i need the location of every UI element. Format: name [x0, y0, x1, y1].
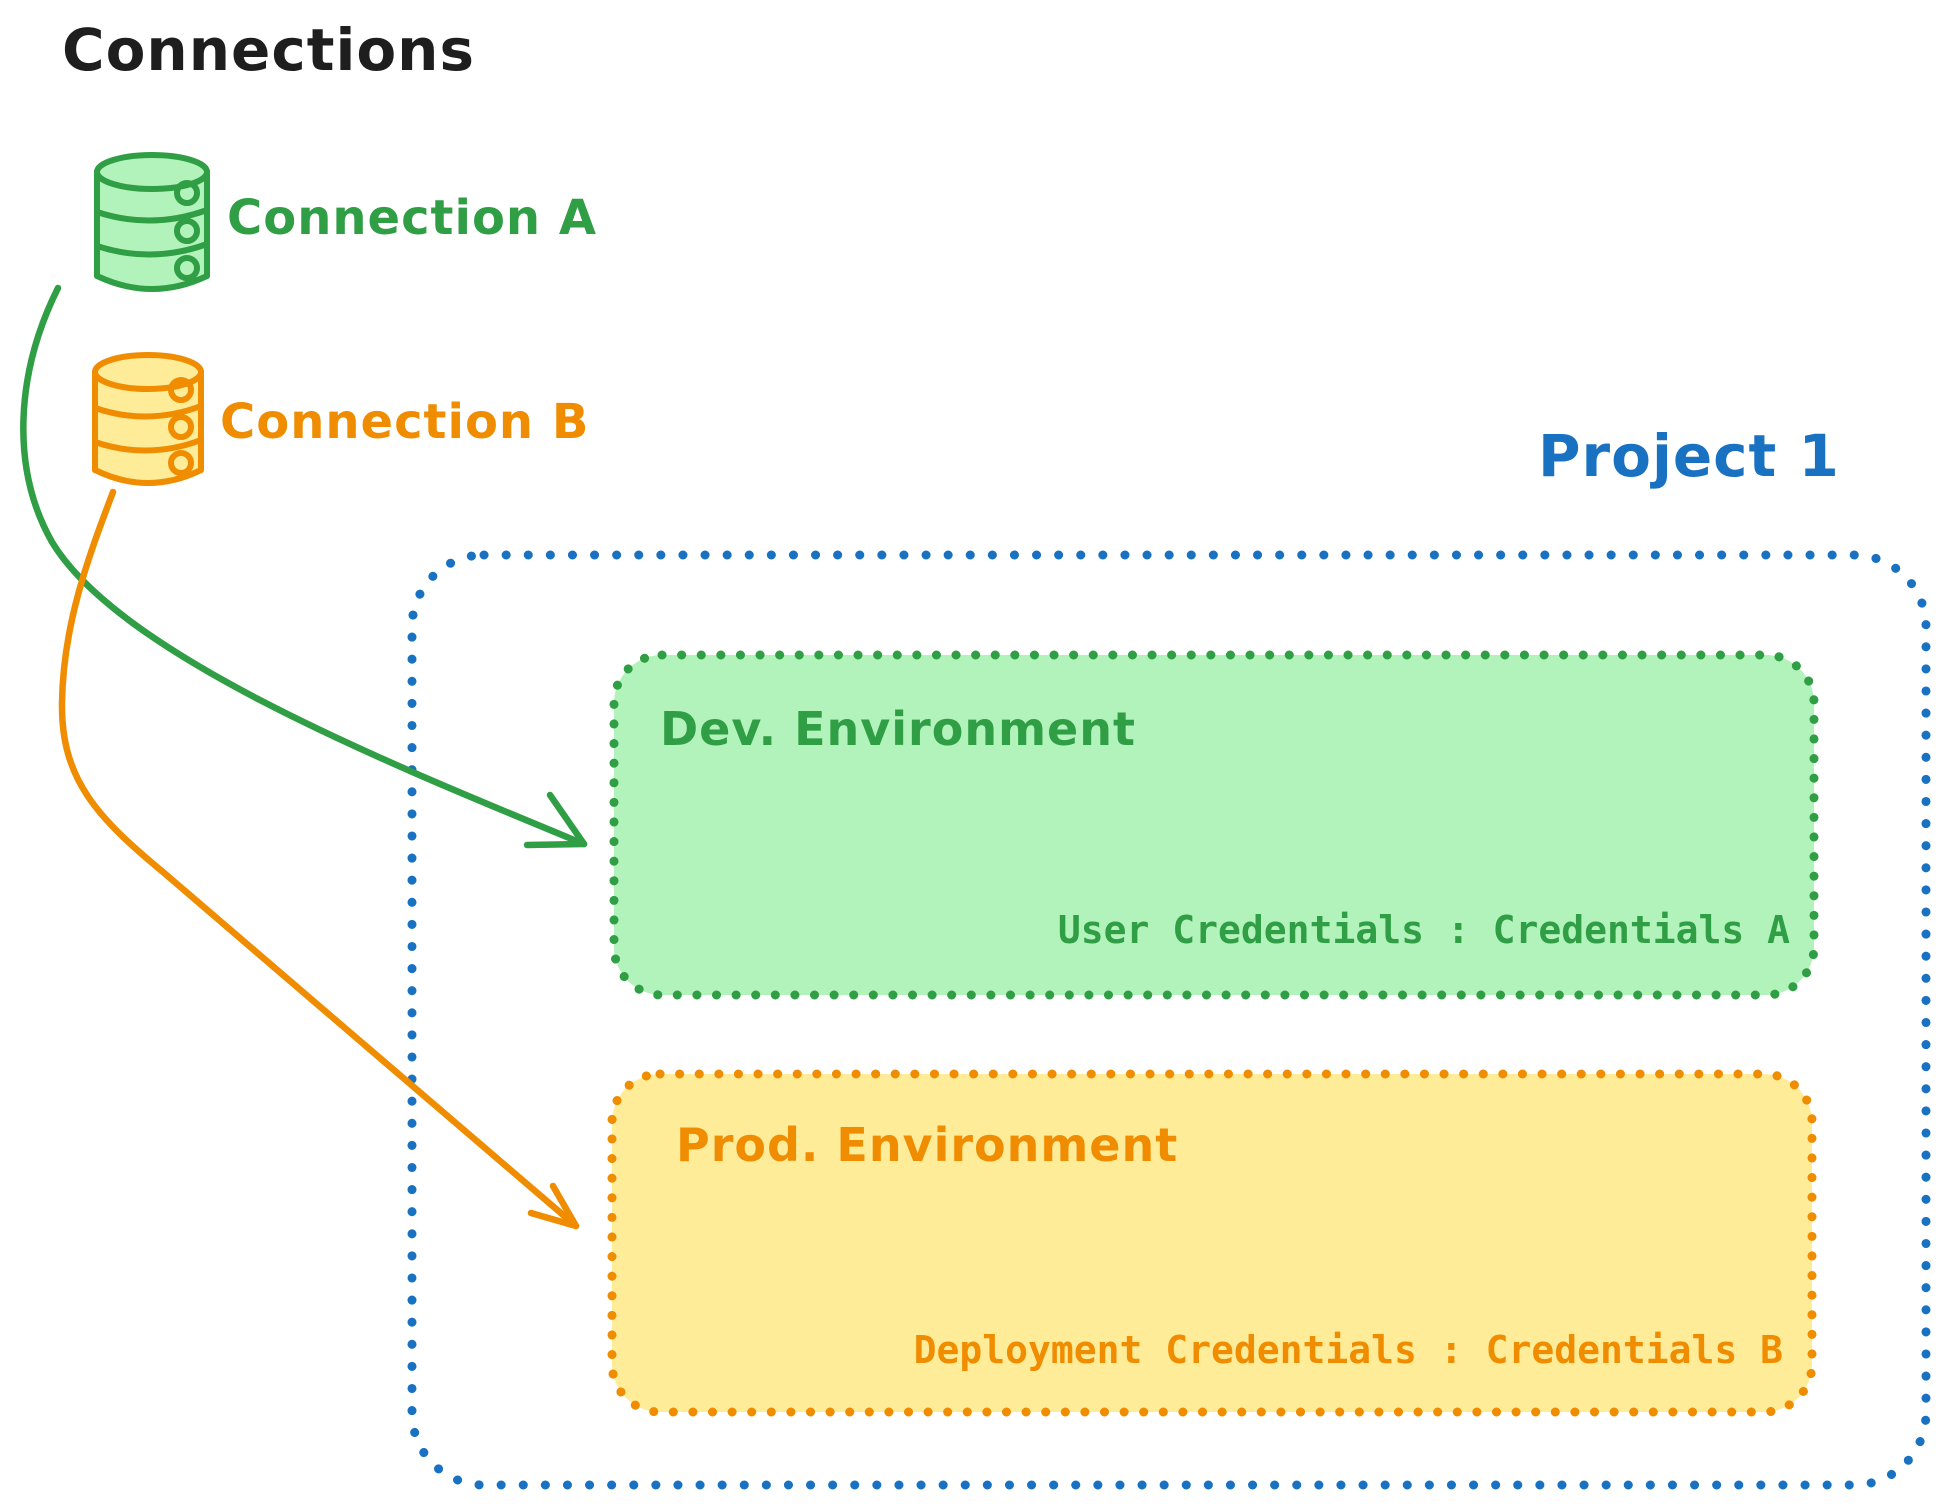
- prod-environment-box: [607, 1069, 1817, 1417]
- project-title: Project 1: [1538, 422, 1840, 490]
- connection-b-to-prod-arrow: [58, 488, 580, 1230]
- database-icon: [94, 152, 210, 292]
- dev-environment-credentials: User Credentials : Credentials A: [1057, 908, 1790, 952]
- database-icon: [92, 352, 204, 486]
- connection-a-to-dev-arrow: [20, 284, 588, 849]
- arrowhead-icon: [523, 791, 588, 849]
- dev-environment-title: Dev. Environment: [660, 702, 1136, 756]
- connection-b-label: Connection B: [220, 394, 590, 450]
- connection-a-label: Connection A: [227, 190, 597, 246]
- dev-environment-box: [609, 650, 1819, 1000]
- page-title: Connections: [62, 16, 475, 84]
- arrowhead-icon: [527, 1182, 580, 1230]
- prod-environment-title: Prod. Environment: [676, 1118, 1179, 1172]
- project-box: [407, 550, 1931, 1490]
- prod-environment-credentials: Deployment Credentials : Credentials B: [913, 1328, 1783, 1372]
